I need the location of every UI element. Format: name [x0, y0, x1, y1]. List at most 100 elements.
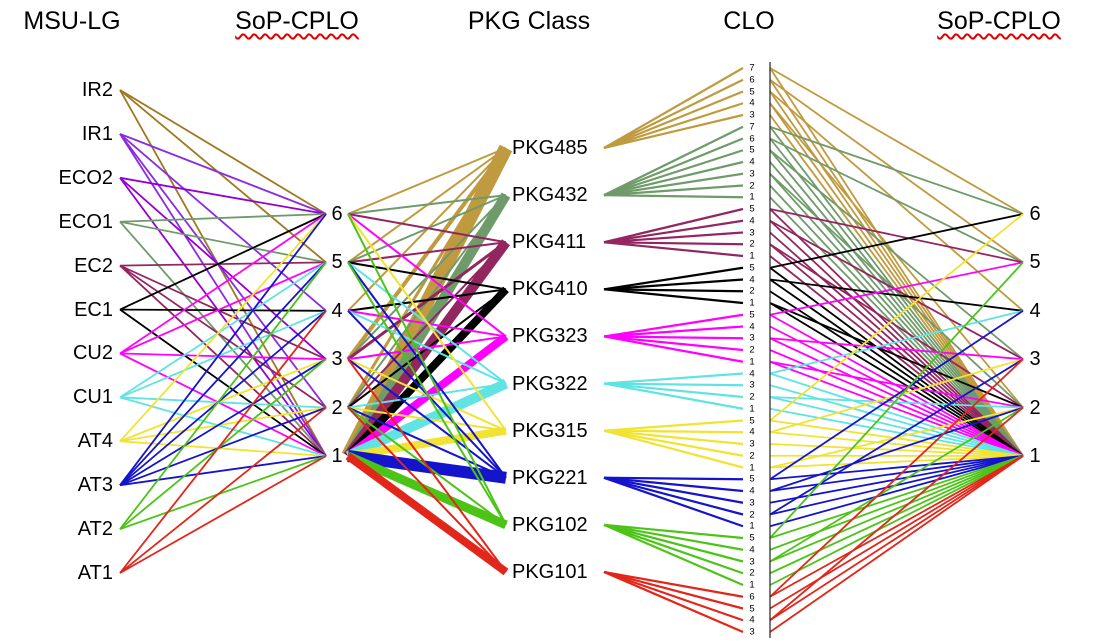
- edge-clo-cplo: [769, 261, 1024, 316]
- pkg-node-pkg411: PKG411: [512, 231, 587, 254]
- edge-msu-cplo: [119, 261, 327, 486]
- edge-clo-cplo: [769, 208, 1024, 264]
- clo-tick-pkg411-3: 3: [749, 226, 755, 238]
- clo-tick-pkg322-1: 1: [749, 403, 755, 414]
- edge-cplo-pkg: [347, 213, 507, 526]
- clo-tick-pkg411-2: 2: [749, 238, 755, 250]
- edge-clo-cplo: [769, 358, 1024, 516]
- clo-tick-pkg485-3: 3: [749, 109, 755, 121]
- msu-node-at3: AT3: [77, 474, 113, 497]
- edge-clo-cplo: [769, 396, 1024, 457]
- edge-clo-cplo: [769, 208, 1024, 457]
- edge-msu-cplo: [119, 358, 327, 486]
- clo-tick-pkg323-5: 5: [749, 309, 755, 320]
- sop-cplo-left-node-5: 5: [331, 251, 343, 274]
- edge-pkg-clo: [603, 570, 744, 598]
- sop-cplo-left-node-6: 6: [331, 203, 343, 225]
- edge-msu-cplo: [119, 213, 327, 486]
- edge-pkg-clo: [603, 113, 744, 150]
- edge-clo-cplo: [769, 455, 1024, 622]
- edge-clo-cplo: [769, 455, 1024, 633]
- edge-pkg-clo: [603, 570, 744, 610]
- edge-clo-cplo: [769, 149, 1024, 360]
- edge-pkg-clo: [603, 382, 744, 410]
- pkg-node-pkg323: PKG323: [512, 325, 588, 348]
- edge-clo-cplo: [769, 358, 1024, 598]
- column-header-clo: CLO: [723, 7, 775, 35]
- msu-node-ir1: IR1: [81, 122, 113, 145]
- edge-pkg-clo: [603, 241, 744, 258]
- pkg-node-pkg410: PKG410: [512, 278, 588, 301]
- edge-msu-cplo: [119, 264, 327, 361]
- edge-msu-cplo: [119, 213, 327, 223]
- pkg-node-pkg432: PKG432: [512, 184, 588, 207]
- clo-tick-pkg315-4: 4: [749, 426, 755, 438]
- edge-pkg-clo: [603, 372, 744, 385]
- edge-clo-cplo: [769, 455, 1024, 563]
- edge-clo-cplo: [769, 302, 1024, 409]
- edge-pkg-clo: [603, 335, 744, 340]
- edge-clo-cplo: [769, 90, 1024, 457]
- edge-clo-cplo: [769, 102, 1024, 457]
- sop-cplo-right-node-3: 3: [1029, 348, 1041, 371]
- clo-tick-pkg323-2: 2: [749, 344, 755, 356]
- edge-msu-cplo: [119, 310, 327, 574]
- edge-msu-cplo: [119, 264, 327, 457]
- edge-clo-cplo: [769, 302, 1024, 457]
- edge-msu-cplo: [119, 261, 327, 355]
- edge-msu-cplo: [119, 358, 327, 530]
- edge-pkg-clo: [603, 523, 744, 563]
- edge-msu-cplo: [119, 309, 327, 399]
- edge-pkg-clo: [603, 207, 744, 244]
- edge-msu-cplo: [119, 213, 327, 442]
- edge-msu-cplo: [119, 352, 327, 457]
- edge-clo-cplo: [769, 243, 1024, 409]
- msu-node-ir2: IR2: [81, 79, 113, 101]
- edge-msu-cplo: [119, 177, 327, 457]
- edge-msu-cplo: [119, 308, 327, 312]
- edge-cplo-pkg: [347, 213, 507, 432]
- edge-msu-cplo: [119, 89, 327, 457]
- edge-pkg-clo: [603, 429, 744, 434]
- edge-pkg-clo: [603, 194, 744, 199]
- clo-tick-pkg221-5: 5: [749, 473, 755, 485]
- clo-tick-pkg432-4: 4: [749, 156, 755, 168]
- edge-clo-cplo: [769, 337, 1024, 457]
- edge-msu-cplo: [119, 308, 327, 457]
- clo-tick-pkg432-6: 6: [749, 132, 755, 144]
- clo-tick-pkg411-4: 4: [749, 215, 755, 226]
- edge-msu-cplo: [119, 261, 327, 399]
- edge-clo-cplo: [769, 125, 1024, 215]
- edge-cplo-pkg: [347, 406, 507, 573]
- edge-clo-cplo: [769, 290, 1024, 457]
- edge-msu-cplo: [119, 455, 327, 487]
- edge-msu-cplo: [119, 133, 327, 409]
- edge-clo-cplo: [769, 407, 1024, 457]
- edge-cplo-pkg: [347, 213, 507, 338]
- edge-cplo-pkg: [347, 147, 507, 215]
- edge-clo-cplo: [769, 455, 1024, 469]
- edge-msu-cplo: [119, 213, 327, 311]
- edge-pkg-clo: [603, 102, 744, 150]
- edge-clo-cplo: [769, 243, 1024, 457]
- edge-msu-cplo: [119, 133, 327, 457]
- edge-msu-cplo: [119, 220, 327, 264]
- edge-msu-cplo: [119, 177, 327, 360]
- edge-clo-cplo: [769, 455, 1024, 551]
- edge-msu-cplo: [119, 89, 327, 264]
- edge-pkg-clo: [603, 382, 744, 399]
- edge-clo-cplo: [769, 67, 1024, 215]
- clo-tick-pkg102-2: 2: [749, 567, 755, 579]
- edge-msu-cplo: [119, 261, 327, 530]
- edge-clo-cplo: [769, 261, 1024, 539]
- edge-pkg-clo: [603, 382, 744, 387]
- clo-tick-pkg102-3: 3: [749, 555, 755, 567]
- clo-tick-pkg485-6: 6: [749, 74, 755, 85]
- edge-clo-cplo: [769, 455, 1024, 492]
- edge-msu-cplo: [119, 213, 327, 355]
- clo-tick-pkg432-5: 5: [749, 144, 755, 156]
- edge-pkg-clo: [603, 288, 744, 293]
- edge-clo-cplo: [769, 455, 1024, 598]
- clo-tick-pkg101-5: 5: [749, 602, 755, 614]
